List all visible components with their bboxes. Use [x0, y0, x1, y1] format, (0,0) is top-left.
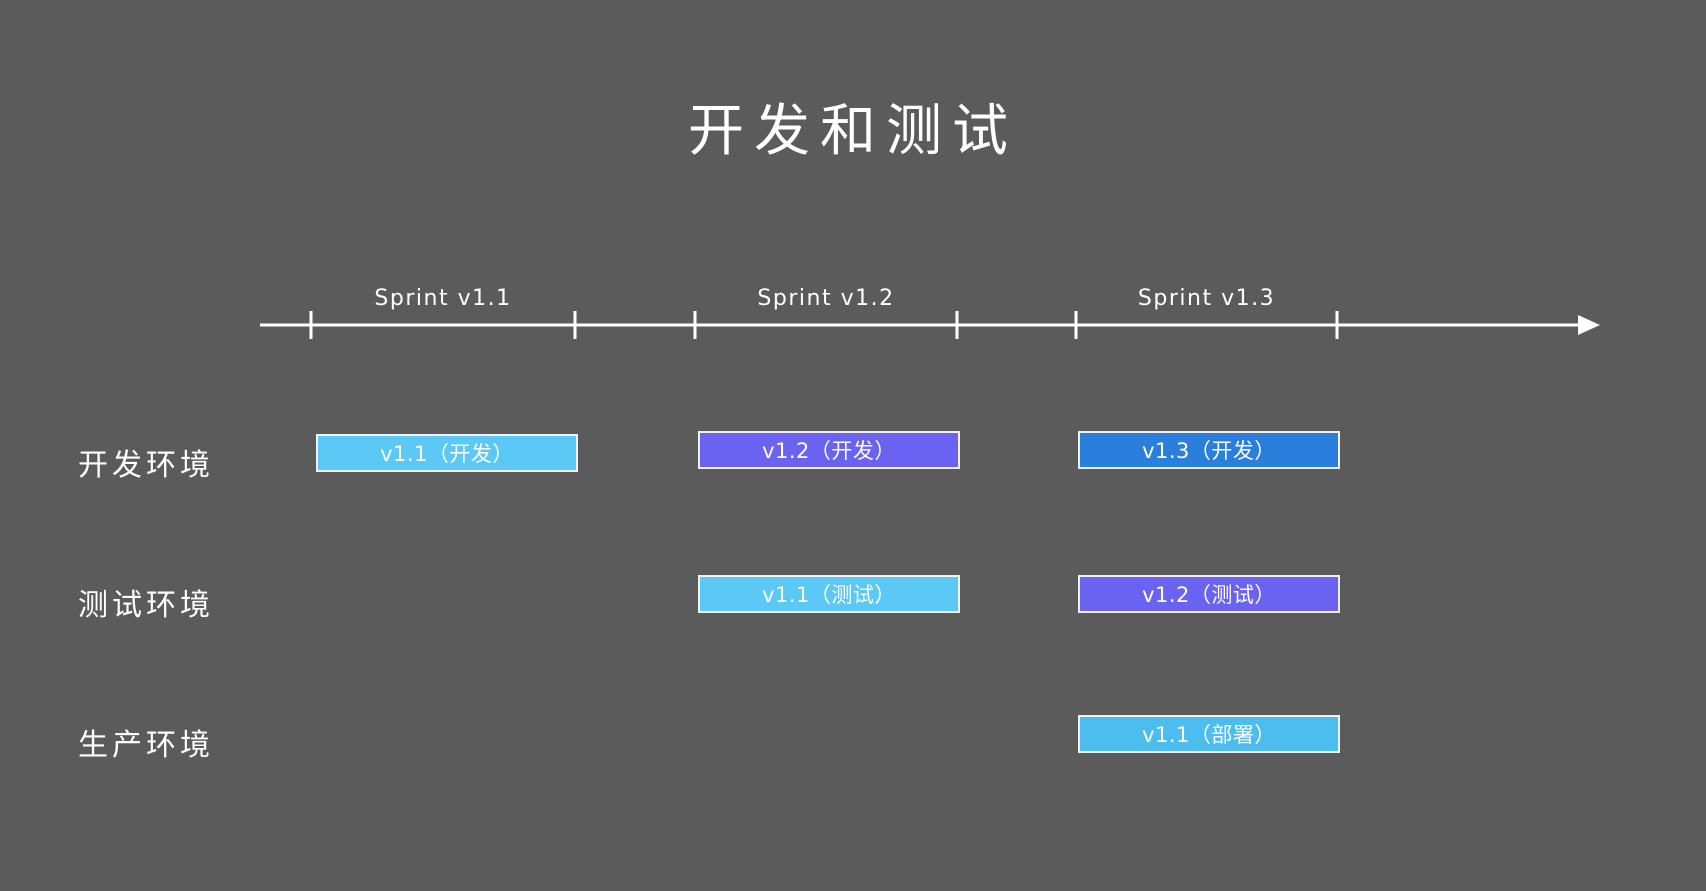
bar-label: v1.2（开发）: [762, 439, 896, 463]
bar-label: v1.2（测试）: [1142, 583, 1276, 607]
bar-label: v1.1（测试）: [762, 583, 896, 607]
bar-dev-v1-2[interactable]: v1.2（开发）: [698, 431, 960, 469]
bar-prod-v1-1[interactable]: v1.1（部署）: [1078, 715, 1340, 753]
bar-label: v1.1（开发）: [380, 442, 514, 466]
bar-test-v1-2[interactable]: v1.2（测试）: [1078, 575, 1340, 613]
row-label-production-environment: 生产环境: [78, 728, 214, 763]
bar-label: v1.3（开发）: [1142, 439, 1276, 463]
sprint-label-v1-2: Sprint v1.2: [757, 286, 895, 311]
bar-dev-v1-3[interactable]: v1.3（开发）: [1078, 431, 1340, 469]
bar-label: v1.1（部署）: [1142, 723, 1276, 747]
bar-test-v1-1[interactable]: v1.1（测试）: [698, 575, 960, 613]
bar-dev-v1-1[interactable]: v1.1（开发）: [316, 434, 578, 472]
sprint-label-v1-1: Sprint v1.1: [374, 286, 512, 311]
row-label-dev-environment: 开发环境: [78, 448, 214, 483]
page-title: 开发和测试: [688, 99, 1018, 164]
arrow-right-icon: [1578, 315, 1600, 335]
row-label-test-environment: 测试环境: [78, 588, 214, 623]
sprint-label-v1-3: Sprint v1.3: [1137, 286, 1276, 311]
